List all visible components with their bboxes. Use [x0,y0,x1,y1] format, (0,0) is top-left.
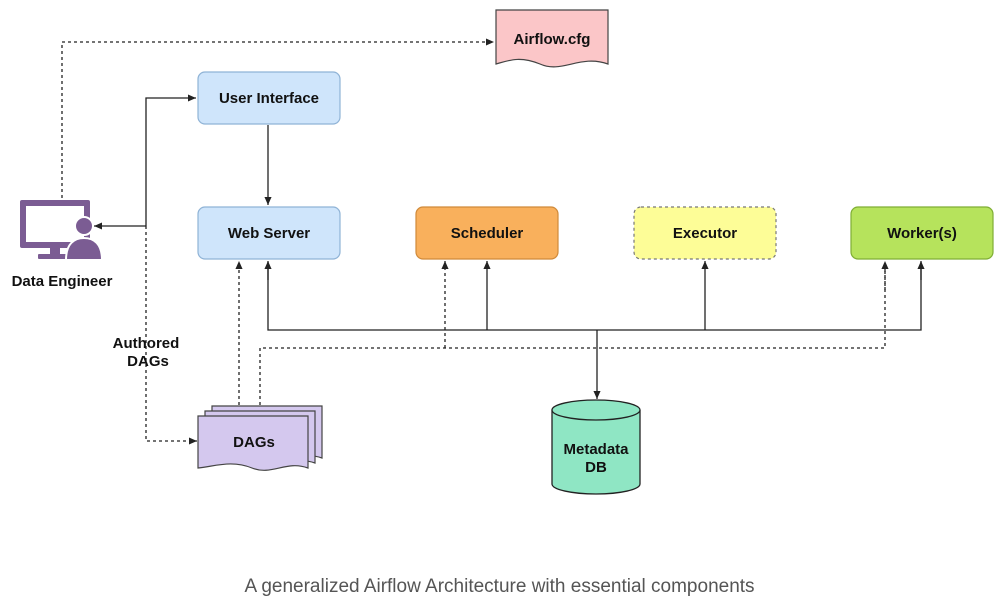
data-engineer-label: Data Engineer [12,273,113,290]
node-scheduler: Scheduler [415,206,559,260]
edge-engineer-to-cfg [61,38,494,198]
edge-authored-dags [145,226,197,445]
airflow-cfg-label: Airflow.cfg [514,31,591,48]
node-web-server: Web Server [197,206,341,260]
scheduler-label: Scheduler [451,225,524,242]
node-dags: DAGs [197,405,323,471]
web-server-label: Web Server [228,225,310,242]
node-executor: Executor [633,206,777,260]
metadata-db-label-line1: Metadata [563,441,629,458]
computer-user-icon [20,200,104,261]
workers-label: Worker(s) [887,225,957,242]
node-user-interface: User Interface [197,71,341,125]
dags-label: DAGs [233,434,275,451]
node-metadata-db: Metadata DB [551,399,641,495]
figure-caption: A generalized Airflow Architecture with … [244,576,755,597]
metadata-db-label-line2: DB [585,459,607,476]
user-interface-label: User Interface [219,90,319,107]
node-workers: Worker(s) [850,206,994,260]
authored-dags-label-line1: Authored [113,335,180,352]
edge-engineer-to-user-interface [145,94,196,226]
node-airflow-cfg: Airflow.cfg [495,9,609,68]
authored-dags-label-line2: DAGs [127,353,169,370]
edge-db-bus [267,262,922,331]
executor-label: Executor [673,225,737,242]
edge-dags-to-scheduler-workers [259,262,886,405]
